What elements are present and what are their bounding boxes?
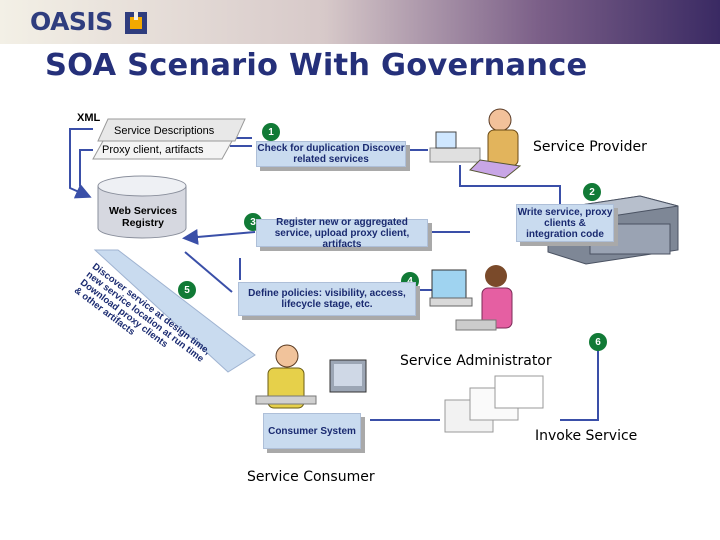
step-6-badge: 6 [589, 333, 607, 351]
invoke-service-label: Invoke Service [535, 428, 638, 444]
service-administrator-label: Service Administrator [400, 353, 552, 369]
xml-label: XML [77, 112, 101, 124]
consumer-system-box: Consumer System [263, 413, 361, 449]
header-bar [0, 0, 720, 44]
step-1-badge: 1 [262, 123, 280, 141]
step-4-box: Define policies: visibility, access, lif… [238, 282, 416, 316]
service-provider-label: Service Provider [533, 139, 647, 155]
oasis-logo-mark-icon [125, 12, 147, 34]
invoke-service-windows-icon [444, 375, 544, 433]
service-provider-person-icon [429, 108, 522, 179]
registry-cylinder-icon [97, 175, 187, 239]
step-1-box: Check for duplication Discover related s… [256, 141, 406, 167]
proxy-client-artifacts-label: Proxy client, artifacts [102, 144, 204, 156]
service-administrator-person-icon [429, 265, 513, 331]
step-2-box: Write service, proxy clients & integrati… [516, 204, 614, 242]
step-3-box: Register new or aggregated service, uplo… [256, 217, 428, 250]
service-consumer-label: Service Consumer [247, 469, 375, 485]
oasis-logo: OASIS [30, 7, 113, 36]
page-title: SOA Scenario With Governance [45, 48, 588, 83]
step-5-badge: 5 [178, 281, 196, 299]
service-descriptions-label: Service Descriptions [114, 125, 215, 137]
registry-label: Web Services Registry [108, 205, 178, 229]
service-consumer-person-icon [255, 344, 367, 409]
step-2-badge: 2 [583, 183, 601, 201]
